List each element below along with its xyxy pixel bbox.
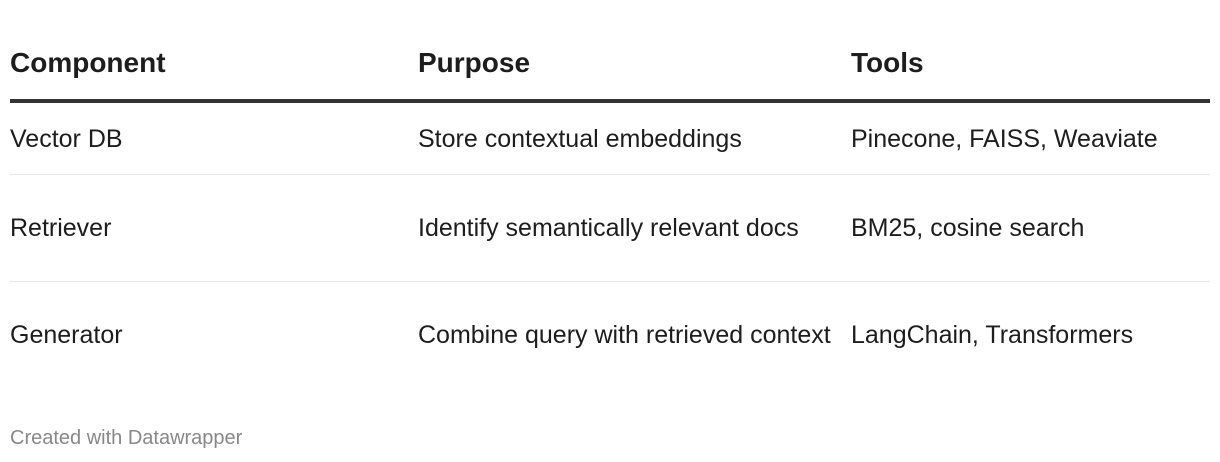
table-cell: Identify semantically relevant docs <box>418 174 851 282</box>
cell-text: Pinecone, FAISS, Weaviate <box>851 124 1158 153</box>
table-cell: Store contextual embeddings <box>418 101 851 175</box>
cell-text: Identify semantically relevant docs <box>418 214 799 242</box>
table: Component Purpose Tools Vector DB Store … <box>10 0 1210 387</box>
table-row: Vector DB Store contextual embeddings Pi… <box>10 101 1210 175</box>
cell-text: LangChain, Transformers <box>851 320 1134 349</box>
cell-text: Store contextual embeddings <box>418 124 742 153</box>
table-cell: Vector DB <box>10 101 418 175</box>
table-row: Generator Combine query with retrieved c… <box>10 282 1210 388</box>
column-header-label: Tools <box>851 47 924 78</box>
footer-credit: Created with Datawrapper <box>10 427 243 449</box>
table-cell: LangChain, Transformers <box>851 282 1210 388</box>
table-body: Vector DB Store contextual embeddings Pi… <box>10 101 1210 387</box>
cell-text: Combine query with retrieved context <box>418 320 831 349</box>
table-cell: BM25, cosine search <box>851 174 1210 282</box>
column-header-component: Component <box>10 0 418 103</box>
column-header-label: Purpose <box>418 47 531 78</box>
column-header-purpose: Purpose <box>418 0 851 103</box>
column-header-tools: Tools <box>851 0 1210 103</box>
data-table: Component Purpose Tools Vector DB Store … <box>10 0 1210 387</box>
table-cell: Generator <box>10 282 418 388</box>
cell-text: Vector DB <box>10 124 123 153</box>
table-row: Retriever Identify semantically relevant… <box>10 174 1210 282</box>
table-cell: Retriever <box>10 174 418 282</box>
table-cell: Pinecone, FAISS, Weaviate <box>851 101 1210 175</box>
header-row: Component Purpose Tools <box>10 0 1210 103</box>
column-header-label: Component <box>10 47 166 78</box>
cell-text: BM25, cosine search <box>851 214 1085 242</box>
table-header: Component Purpose Tools <box>10 0 1210 103</box>
cell-text: Retriever <box>10 214 112 242</box>
table-cell: Combine query with retrieved context <box>418 282 851 388</box>
cell-text: Generator <box>10 320 123 349</box>
